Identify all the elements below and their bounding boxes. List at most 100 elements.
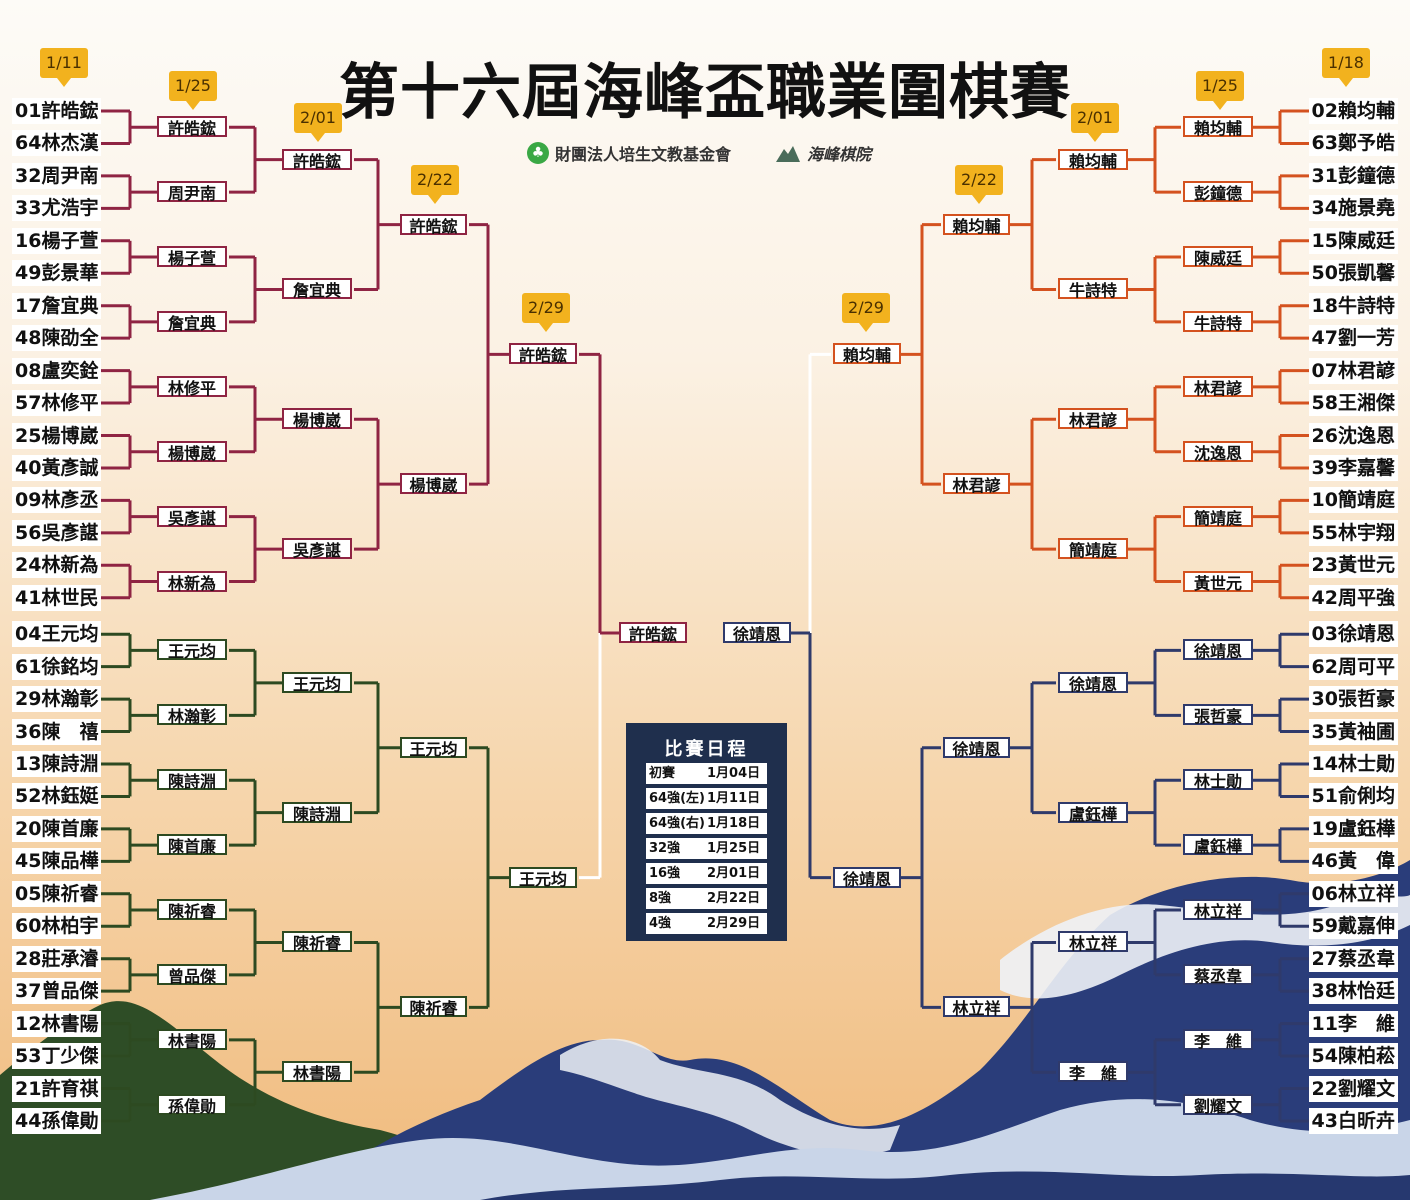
player-entry: 43白昕卉 (1308, 1107, 1398, 1134)
date-tag: 2/01 (1071, 103, 1119, 142)
player-entry: 05陳祈睿 (12, 880, 102, 907)
winner-box-r32: 沈逸恩 (1183, 440, 1253, 463)
player-entry: 16楊子萱 (12, 227, 102, 254)
player-entry: 55林宇翔 (1308, 519, 1398, 546)
schedule-round: 4強 (649, 916, 672, 931)
date-tag: 2/01 (294, 103, 342, 142)
wave-front-dark (480, 1171, 1410, 1200)
winner-box-r16: 李 維 (1058, 1061, 1128, 1083)
winner-box-r32: 楊博崴 (157, 440, 227, 463)
winner-box-r32: 徐靖恩 (1183, 639, 1253, 661)
player-entry: 41林世民 (12, 584, 102, 611)
schedule-round: 16強 (649, 866, 681, 881)
player-entry: 12林書陽 (12, 1010, 102, 1037)
schedule-date: 2月01日 (707, 866, 761, 881)
winner-box-r32: 林瀚彰 (157, 704, 227, 726)
player-entry: 61徐銘均 (12, 653, 102, 680)
schedule-date: 2月29日 (707, 916, 761, 931)
date-tag: 1/11 (40, 48, 88, 87)
winner-box-r8: 徐靖恩 (943, 736, 1010, 759)
player-entry: 59戴嘉伸 (1308, 913, 1398, 940)
winner-box-r8: 林立祥 (943, 996, 1010, 1018)
clover-icon: ♣ (527, 142, 549, 164)
player-entry: 20陳首廉 (12, 815, 102, 842)
player-entry: 38林怡廷 (1308, 978, 1398, 1005)
winner-box-r16: 徐靖恩 (1058, 671, 1128, 694)
schedule-round: 64強(左) (649, 791, 705, 806)
schedule-row: 8強 2月22日 (646, 888, 767, 909)
player-entry: 25楊博崴 (12, 422, 102, 449)
winner-box-r16: 牛詩特 (1058, 278, 1128, 300)
schedule-date: 2月22日 (707, 891, 761, 906)
schedule-date: 1月25日 (707, 841, 761, 856)
winner-box-r8: 賴均輔 (943, 213, 1010, 236)
schedule-round: 8強 (649, 891, 672, 906)
winner-box-r32: 蔡丞韋 (1183, 963, 1253, 986)
winner-box-r32: 周尹南 (157, 181, 227, 203)
schedule-date: 1月04日 (707, 766, 761, 781)
player-entry: 21許育祺 (12, 1075, 102, 1102)
player-entry: 35黃袖圃 (1308, 718, 1398, 745)
date-tag: 1/18 (1322, 48, 1370, 87)
player-entry: 50張凱馨 (1308, 260, 1398, 287)
schedule-row: 64強(右)1月18日 (646, 813, 767, 834)
player-entry: 18牛詩特 (1308, 292, 1398, 319)
winner-box-r32: 王元均 (157, 639, 227, 661)
winner-box-r4: 賴均輔 (833, 343, 901, 365)
winner-box-r32: 林書陽 (157, 1028, 227, 1051)
player-entry: 49彭景華 (12, 260, 102, 287)
winner-box-r16: 林立祥 (1058, 931, 1128, 953)
player-entry: 48陳劭全 (12, 325, 102, 352)
player-entry: 63鄭予皓 (1308, 130, 1398, 157)
winner-box-r32: 陳威廷 (1183, 246, 1253, 268)
winner-box-r32: 賴均輔 (1183, 116, 1253, 138)
winner-box-r32: 許皓鋐 (157, 116, 227, 138)
winner-box-r32: 黃世元 (1183, 570, 1253, 593)
player-entry: 53丁少傑 (12, 1043, 102, 1070)
player-entry: 40黃彥誠 (12, 454, 102, 481)
player-entry: 09林彥丞 (12, 487, 102, 514)
player-entry: 51俞俐均 (1308, 783, 1398, 810)
date-tag: 2/22 (411, 165, 459, 204)
player-entry: 47劉一芳 (1308, 325, 1398, 352)
winner-box-r32: 詹宜典 (157, 310, 227, 333)
winner-box-r32: 曾品傑 (157, 963, 227, 986)
winner-box-r32: 林立祥 (1183, 899, 1253, 921)
winner-box-r16: 許皓鋐 (282, 148, 352, 171)
player-entry: 62周可平 (1308, 653, 1398, 680)
player-entry: 57林修平 (12, 390, 102, 417)
date-tag: 1/25 (1196, 71, 1244, 110)
player-entry: 26沈逸恩 (1308, 422, 1398, 449)
winner-box-r32: 簡靖庭 (1183, 505, 1253, 528)
winner-box-r32: 盧鈺樺 (1183, 834, 1253, 856)
schedule-row: 64強(左)1月11日 (646, 788, 767, 809)
player-entry: 64林杰漢 (12, 130, 102, 157)
wave-foam (1000, 895, 1410, 999)
player-entry: 56吳彥諶 (12, 519, 102, 546)
winner-box-r32: 林新為 (157, 570, 227, 593)
winner-box-r32: 楊子萱 (157, 246, 227, 268)
player-entry: 42周平強 (1308, 584, 1398, 611)
winner-box-r32: 林士勛 (1183, 769, 1253, 791)
winner-box-r32: 林修平 (157, 375, 227, 398)
sponsor-academy-name: 海峰棋院 (807, 145, 872, 164)
player-entry: 39李嘉馨 (1308, 454, 1398, 481)
player-entry: 07林君諺 (1308, 357, 1398, 384)
winner-box-r8: 王元均 (400, 736, 467, 759)
winner-box-r16: 陳詩淵 (282, 801, 352, 824)
winner-box-r16: 楊博崴 (282, 408, 352, 430)
player-entry: 01許皓鋐 (12, 98, 102, 124)
winner-box-r8: 許皓鋐 (400, 213, 467, 236)
winner-box-r4: 徐靖恩 (833, 866, 901, 889)
player-entry: 30張哲豪 (1308, 686, 1398, 713)
schedule-row: 16強 2月01日 (646, 863, 767, 884)
player-entry: 27蔡丞韋 (1308, 945, 1398, 972)
winner-box-r8: 林君諺 (943, 473, 1010, 495)
player-entry: 14林士勛 (1308, 751, 1398, 777)
date-tag: 2/22 (955, 165, 1003, 204)
winner-box-r16: 賴均輔 (1058, 148, 1128, 171)
